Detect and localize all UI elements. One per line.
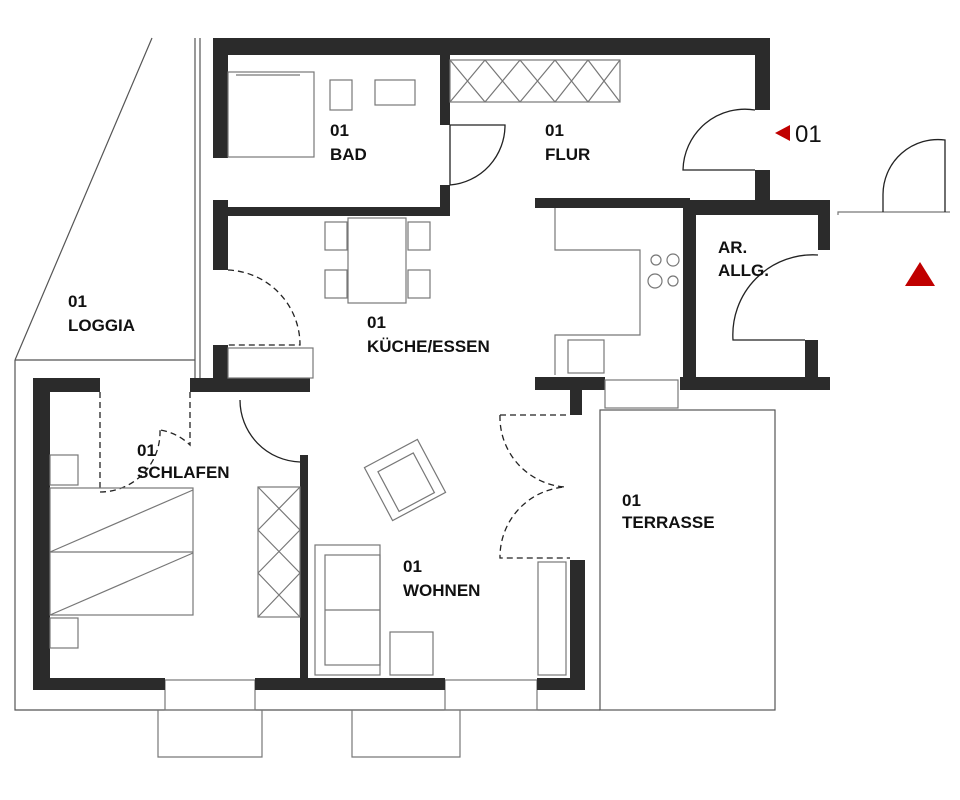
wardrobe-schlafen [257,486,301,618]
ar-number: AR. [718,238,747,257]
armchair [363,438,447,522]
bad-number: 01 [330,121,349,140]
wohnen-number: 01 [403,557,422,576]
terrasse-door [499,414,570,559]
building-door [882,138,946,212]
toilet [329,79,353,111]
entrance-label: 01 [795,121,822,148]
loggia-number: 01 [68,292,87,311]
nightstand [49,454,79,486]
nightstand [49,617,79,649]
schlafen-label: SCHLAFEN [137,463,230,482]
wardrobe-flur [449,59,621,103]
terrasse-area [599,409,776,711]
schlafen-number: 01 [137,441,156,460]
dining-table [324,217,431,304]
ar-label: ALLG. [718,261,769,280]
bathtub [227,71,315,158]
washbasin [374,79,416,106]
flur-number: 01 [545,121,564,140]
stove [647,253,680,289]
bad-label: BAD [330,145,367,164]
building-entrance-arrow-icon [905,262,935,286]
loggia-door [227,269,301,346]
flur-label: FLUR [545,145,590,164]
doors [99,108,950,559]
kitchen-counter [554,208,641,375]
schlafen-door [239,399,301,463]
sideboard [537,561,567,676]
ar-door [732,254,819,341]
furniture [49,59,680,676]
loggia-label: LOGGIA [68,316,135,335]
room-labels: 01 BAD 01 FLUR AR. ALLG. 01 LOGGIA 01 KÜ… [68,121,935,600]
entrance-arrow-icon [775,125,790,141]
bed [49,487,194,616]
entrance-door [682,108,756,171]
terrasse-label: TERRASSE [622,513,715,532]
walls [33,38,830,690]
outer-door-line [837,211,950,215]
wohnen-label: WOHNEN [403,581,480,600]
kueche-number: 01 [367,313,386,332]
schlafen-loggia-door [99,392,191,493]
terrasse-number: 01 [622,491,641,510]
bad-door [449,124,506,186]
kueche-label: KÜCHE/ESSEN [367,337,490,356]
side-table [389,631,434,676]
loggia-outline [14,37,201,385]
sofa [314,544,381,676]
outer-outline [14,359,776,758]
sink [567,339,605,374]
